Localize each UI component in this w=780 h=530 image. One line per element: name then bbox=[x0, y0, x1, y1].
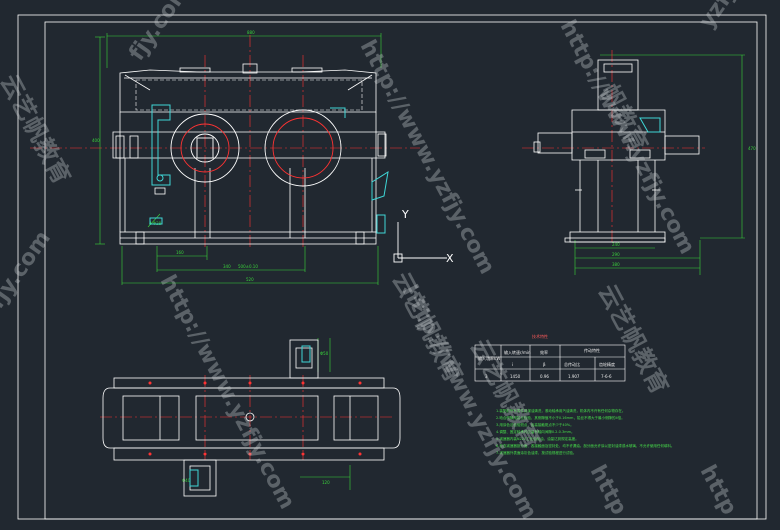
watermark-brand-1: 云艺帆教育 bbox=[0, 70, 76, 189]
top-bolts bbox=[148, 381, 362, 456]
front-right-bearing bbox=[264, 109, 342, 187]
side-dimension-lines bbox=[574, 54, 745, 275]
table-title: 技术特性 bbox=[532, 333, 548, 339]
ucs-y-label: Y bbox=[401, 208, 409, 221]
dim-top-shaft-2: Φ40 bbox=[182, 478, 191, 483]
drawing-border bbox=[17, 14, 767, 520]
technical-notes: 1.装配前所有零件用煤油清洗，滚动轴承用汽油清洗，机体内不许有任何杂物存在。 2… bbox=[496, 408, 674, 455]
dim-base-centre-2: 340 bbox=[223, 264, 231, 269]
table-cell-efficiency: 0.96 bbox=[540, 374, 549, 379]
tech-spec-table: 技术特性 输入功率kW 输入转速r/min 效率 传动特性 i β 总传动比 齿… bbox=[474, 333, 626, 382]
front-inner-cavity bbox=[135, 79, 363, 111]
watermark-fragment-1: yzfjy bbox=[694, 0, 748, 33]
note-line-1: 1.装配前所有零件用煤油清洗，滚动轴承用汽油清洗，机体内不许有任何杂物存在。 bbox=[496, 408, 625, 413]
dim-base-centre-1: 160 bbox=[176, 250, 184, 255]
watermark-fragment-2: fjy.com bbox=[0, 226, 56, 313]
ucs-icon: Y X bbox=[393, 208, 454, 265]
watermark-url-2: http://www.yzfjy.com bbox=[155, 271, 300, 513]
watermark-fragment-4: http bbox=[585, 461, 632, 519]
note-line-4: 4.调整、固定轴承时应留有轴向间隙0.2-0.3mm。 bbox=[496, 429, 575, 434]
ucs-x-label: X bbox=[446, 252, 454, 265]
top-centerlines bbox=[100, 375, 395, 460]
top-view: Φ50 120 Φ40 bbox=[100, 338, 401, 497]
dim-side-base-3: 380 bbox=[612, 262, 620, 267]
side-highlight-parts bbox=[639, 117, 661, 133]
side-centerlines bbox=[522, 50, 705, 245]
note-line-3: 3.用涂色法检验斑点，齿高接触斑点不少于40%。 bbox=[496, 422, 574, 427]
watermark-url-5: fjy.com bbox=[124, 0, 195, 65]
note-line-2: 2.啮合侧隙用铅丝检验，其侧隙值不小于0.16mm，铅丝不得大于最小侧隙的4倍。 bbox=[496, 415, 625, 420]
dim-side-base-2: 290 bbox=[612, 252, 620, 257]
dim-front-base: 520 bbox=[246, 277, 254, 282]
table-sub-beta: β bbox=[543, 362, 546, 367]
front-left-bearing bbox=[170, 113, 240, 183]
dim-side-base-1: 240 bbox=[612, 242, 620, 247]
table-sub-precision: 齿轮精度 bbox=[599, 361, 615, 367]
dim-top-offset: 120 bbox=[322, 480, 330, 485]
side-housing bbox=[533, 59, 700, 243]
front-highlight-parts bbox=[149, 104, 389, 234]
table-sub-i: i bbox=[512, 362, 513, 367]
dim-overall-width: 880 bbox=[247, 30, 255, 35]
watermark-fragment-3: http bbox=[695, 461, 742, 519]
front-bolts bbox=[115, 133, 387, 245]
front-dimension-lines bbox=[95, 33, 382, 285]
front-housing bbox=[112, 63, 386, 245]
top-housing bbox=[102, 339, 401, 497]
dim-front-height: 400 bbox=[92, 138, 100, 143]
front-view: 880 400 160 340 500±0.10 520 4-Φ28 bbox=[30, 30, 420, 285]
table-header-efficiency: 效率 bbox=[540, 349, 548, 355]
table-cell-speed: 1450 bbox=[510, 374, 521, 379]
dim-side-height: 470 bbox=[748, 146, 756, 151]
dim-top-shaft: Φ50 bbox=[320, 351, 329, 356]
side-view: 470 240 290 380 bbox=[522, 50, 756, 275]
watermark-url-1: http://www.yzfjy.com bbox=[355, 36, 500, 278]
table-sub-ratio: 总传动比 bbox=[564, 361, 580, 367]
table-header-speed: 输入转速r/min bbox=[504, 349, 531, 355]
table-header-power: 输入功率kW bbox=[478, 355, 500, 361]
table-header-transmission: 传动特性 bbox=[584, 347, 600, 353]
table-cell-power: 3 bbox=[485, 374, 488, 379]
top-dimension-lines bbox=[300, 338, 351, 490]
note-line-5: 5.减速器内装N220工业齿轮油，油量达到规定高度。 bbox=[496, 436, 579, 441]
table-cell-precision: 7-6-6 bbox=[601, 374, 612, 379]
top-highlight-parts bbox=[189, 345, 311, 487]
table-cell-ratio: 1.907 bbox=[568, 374, 580, 379]
front-centerlines bbox=[30, 35, 420, 250]
note-line-7: 7.减速器外表面涂灰色油漆，按试验规程进行试验。 bbox=[496, 450, 576, 455]
dim-base-span: 500±0.10 bbox=[238, 264, 258, 269]
watermark-brand-2: 云艺帆教育 bbox=[387, 268, 468, 387]
note-line-6: 6.检查减速器剖分面、各接触面及密封处，均不许漏油。剖分面允许涂以密封油漆或水玻… bbox=[496, 443, 674, 448]
